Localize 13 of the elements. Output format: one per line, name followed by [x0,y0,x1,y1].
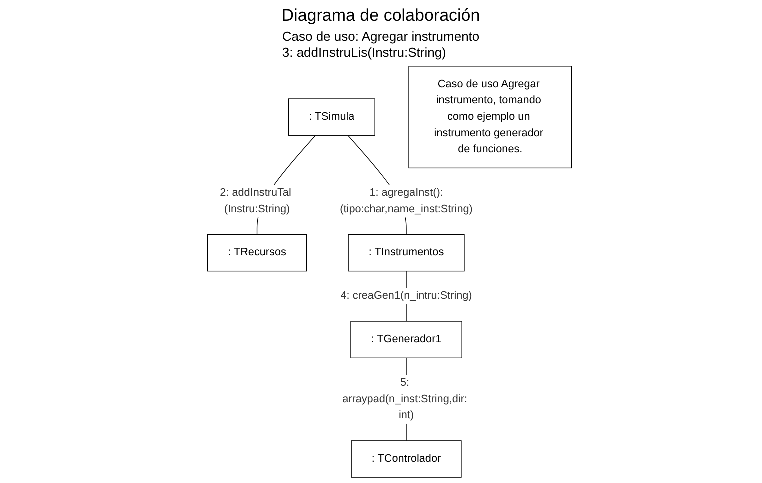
node-box: : TControlador [352,440,462,478]
message-label: 3: addInstruLis(Instru:String) [282,45,448,60]
node-box: : TRecursos [208,234,308,272]
edge-label: 5: arraypad(n_inst:String,dir: int) [342,377,468,422]
edge-label: 1: agregaInst():(tipo:char,name_inst:String) [340,187,474,216]
node-box: : TGenerador1 [351,321,463,358]
node-box: Caso de uso Agregar instrumento, tomando como ejemplo un instrumento generador de funciones. [409,66,573,169]
edge-label: 2: addInstruTal (Instru:String) [220,187,292,216]
subtitle: Caso de uso: Agregar instrumento [282,29,480,44]
node-box: : TInstrumentos [348,234,466,272]
edge-label: 4: creaGen1(n_intru:String) [341,290,473,302]
node-box: : TSimula [288,98,376,136]
diagram-title: Diagrama de colaboración [282,6,480,26]
